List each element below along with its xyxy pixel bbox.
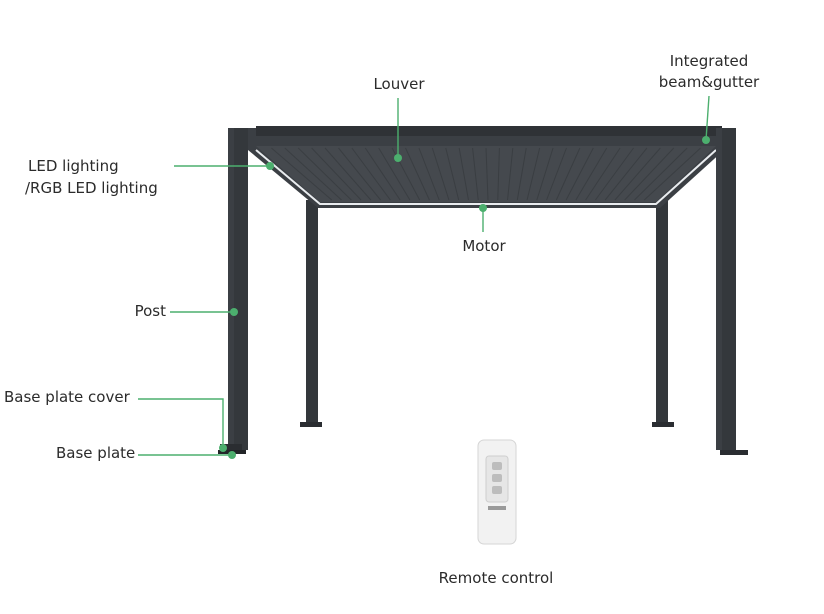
base-plate-cover-shape	[220, 444, 242, 450]
leader-dots	[219, 136, 710, 459]
louver-slat	[575, 147, 608, 201]
motor-dot	[479, 204, 487, 212]
louver-slat	[507, 147, 514, 201]
louver-slat	[458, 147, 469, 201]
led-label-line2: /RGB LED lighting	[25, 179, 158, 197]
remote-control-label: Remote control	[438, 569, 554, 587]
back-right-post-foot	[652, 422, 674, 427]
louver-slat	[431, 147, 450, 201]
louver-slat	[585, 147, 621, 201]
louver-slat	[324, 147, 372, 201]
louver-slat	[555, 147, 581, 201]
louver-slat	[604, 147, 648, 201]
louver-slat	[364, 147, 401, 201]
louver-slat	[595, 147, 634, 201]
louver-slat	[271, 147, 333, 201]
remote-control-button-stop	[492, 474, 502, 482]
louver-slat	[418, 147, 440, 201]
remote-control-button-down	[492, 486, 502, 494]
leader-lines	[138, 95, 710, 456]
integrated-label-line1: Integrated	[669, 52, 749, 70]
base-plate-cover-label: Base plate cover	[4, 388, 130, 406]
louver-slat	[485, 147, 489, 201]
louver-slat	[624, 147, 675, 201]
remote-control-mark	[488, 506, 506, 510]
louver-slat	[536, 147, 554, 201]
motor-label: Motor	[462, 237, 506, 255]
louver-slat	[445, 147, 460, 201]
back-left-post	[306, 200, 318, 424]
louver-slat	[338, 147, 381, 201]
louver-slat	[378, 147, 411, 201]
louver-slat	[614, 147, 661, 201]
led-dot	[266, 162, 274, 170]
integrated-dot	[702, 136, 710, 144]
louver-slat	[516, 147, 527, 201]
louver-slat	[351, 147, 391, 201]
louver-slat	[526, 147, 541, 201]
base-plate-cover-dot	[219, 444, 227, 452]
base-plate-cover-leader	[138, 398, 224, 448]
louver-slat	[284, 147, 342, 201]
louver-slat	[311, 147, 362, 201]
remote-control-button-up	[492, 462, 502, 470]
base-plate-dot	[228, 451, 236, 459]
post-label: Post	[134, 302, 166, 320]
louver-dot	[394, 154, 402, 162]
louver-slat	[497, 147, 500, 201]
back-right-post	[656, 200, 668, 424]
post-dot	[230, 308, 238, 316]
front-right-base-plate	[720, 450, 748, 455]
louver-slat	[565, 147, 594, 201]
louver-slats	[271, 147, 701, 201]
louver-slat	[634, 147, 688, 201]
integrated-label-line2: beam&gutter	[658, 73, 760, 91]
louver-label: Louver	[373, 75, 425, 93]
led-label-line1: LED lighting	[28, 157, 119, 175]
louver-slat	[405, 147, 430, 201]
base-plate-label: Base plate	[56, 444, 136, 462]
led-strip	[255, 149, 717, 205]
front-right-post-shade	[722, 128, 736, 450]
louver-slat	[472, 147, 479, 201]
front-left-post-shade	[234, 128, 248, 450]
front-beam	[256, 126, 722, 136]
louver-slat	[643, 147, 701, 201]
louver-slat	[297, 147, 352, 201]
louver-slat	[546, 147, 567, 201]
back-left-post-foot	[300, 422, 322, 427]
integrated-leader	[705, 95, 710, 141]
